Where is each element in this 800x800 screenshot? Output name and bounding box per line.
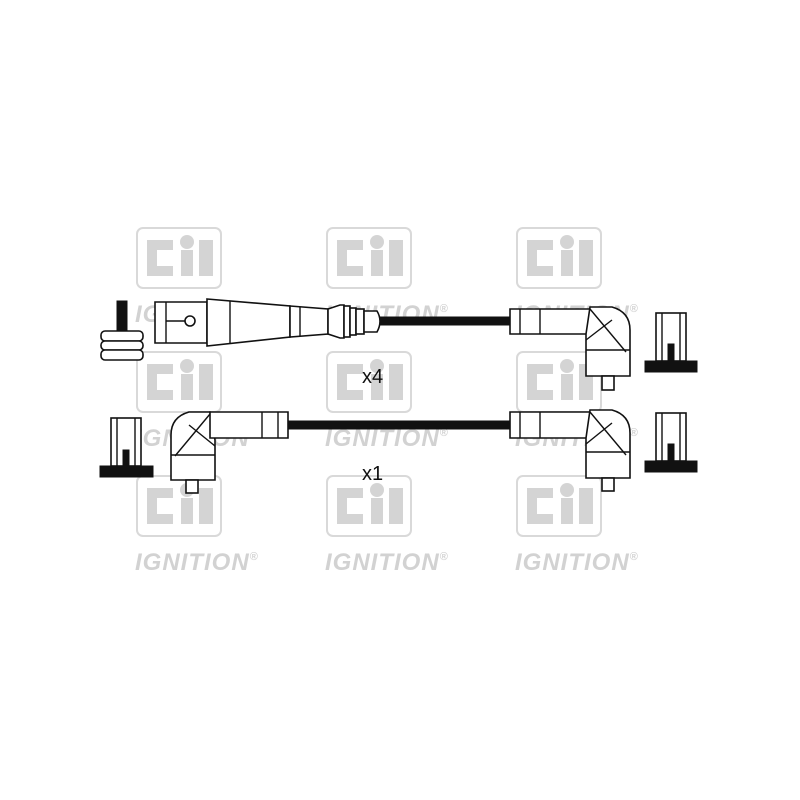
coil-terminal-lower-right xyxy=(644,412,698,473)
lower-lead-quantity: x1 xyxy=(362,463,383,485)
lower-left-angled-boot xyxy=(170,411,289,494)
ci-logo-watermark xyxy=(136,351,222,413)
ci-logo-watermark xyxy=(326,227,412,289)
upper-lead-quantity: x4 xyxy=(362,366,383,388)
upper-angled-coil-boot xyxy=(509,306,631,391)
ignition-watermark-text: IGNITION® xyxy=(135,549,259,576)
watermark-layer: IGNITION® IGNITION® IGNITION® IGNITION® … xyxy=(135,227,639,576)
ci-logo-watermark xyxy=(326,475,412,537)
upper-ignition-lead xyxy=(100,298,698,391)
plug-terminal-nut xyxy=(100,300,144,361)
ci-logo-watermark xyxy=(516,475,602,537)
ignition-watermark-text: IGNITION® xyxy=(515,549,639,576)
ci-logo-watermark xyxy=(326,351,412,413)
coil-terminal-lower-left xyxy=(99,417,154,478)
coil-terminal-upper xyxy=(644,312,698,373)
ci-logo-watermark xyxy=(136,227,222,289)
ci-logo-watermark xyxy=(136,475,222,537)
ci-logo-watermark xyxy=(516,351,602,413)
ci-logo-watermark xyxy=(516,227,602,289)
ignition-watermark-text: IGNITION® xyxy=(325,549,449,576)
lower-right-angled-boot xyxy=(509,409,631,492)
straight-plug-boot xyxy=(154,298,381,347)
lower-ignition-lead xyxy=(99,409,698,494)
